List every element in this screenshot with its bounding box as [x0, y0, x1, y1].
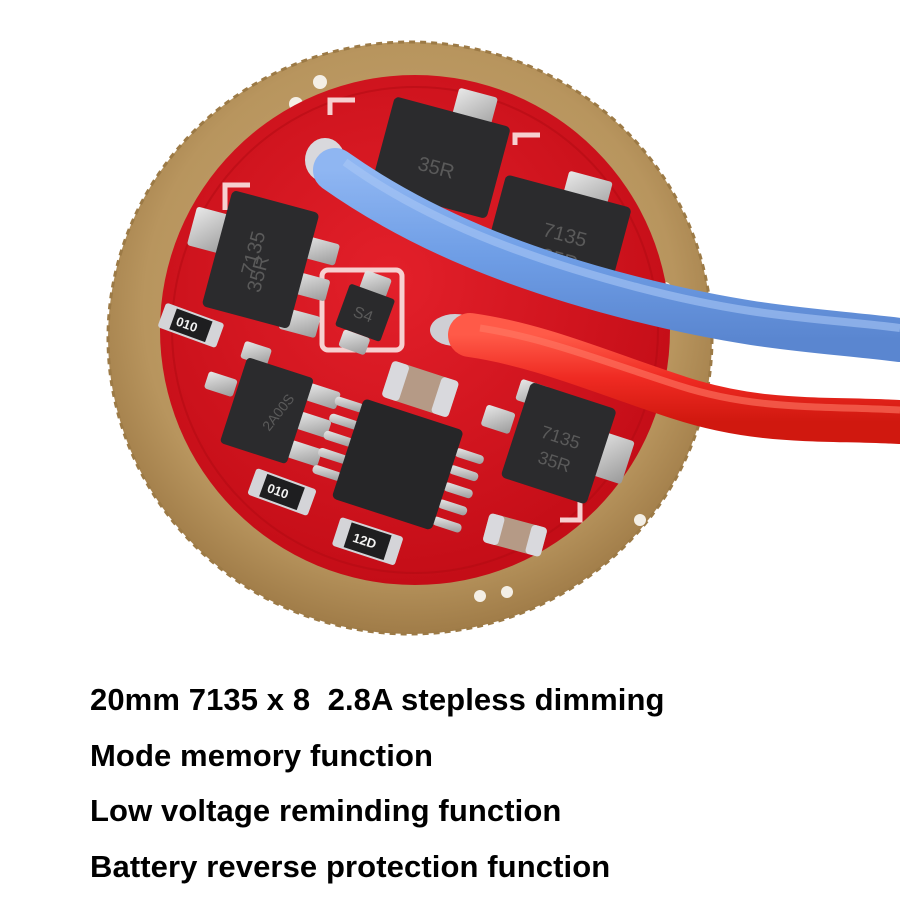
regulator-top: 35R — [371, 88, 510, 218]
svg-text:12D: 12D — [351, 530, 378, 552]
capacitor-center — [382, 361, 459, 417]
regulator-left: 7135 35R — [187, 191, 340, 338]
regulator-bottom-right: 7135 35R — [481, 379, 635, 504]
diode-s4: S4 — [335, 270, 395, 355]
feature-item: 20mm 7135 x 8 2.8A stepless dimming — [90, 682, 665, 717]
feature-list: 20mm 7135 x 8 2.8A stepless dimming Mode… — [90, 672, 665, 894]
feature-item: Battery reverse protection function — [90, 848, 611, 884]
controller-ic — [312, 396, 484, 533]
feature-item: Low voltage reminding function — [90, 793, 562, 828]
product-photo: 7135 35R 35R 7135 35R S4 — [106, 40, 900, 636]
svg-text:010: 010 — [265, 480, 291, 502]
blue-wire — [313, 148, 900, 362]
svg-text:010: 010 — [174, 314, 200, 336]
capacitor-bottom-right — [483, 513, 547, 557]
red-wire — [448, 313, 900, 444]
mosfet-left: 2A00S — [204, 341, 341, 467]
driver-board-illustration: 7135 35R 35R 7135 35R S4 — [106, 40, 900, 636]
resistor-010-left: 010 — [158, 303, 224, 348]
feature-item: Mode memory function — [90, 737, 434, 773]
svg-text:S4: S4 — [351, 304, 375, 327]
resistor-12d: 12D — [332, 517, 403, 565]
resistor-010-bottom: 010 — [247, 468, 317, 516]
